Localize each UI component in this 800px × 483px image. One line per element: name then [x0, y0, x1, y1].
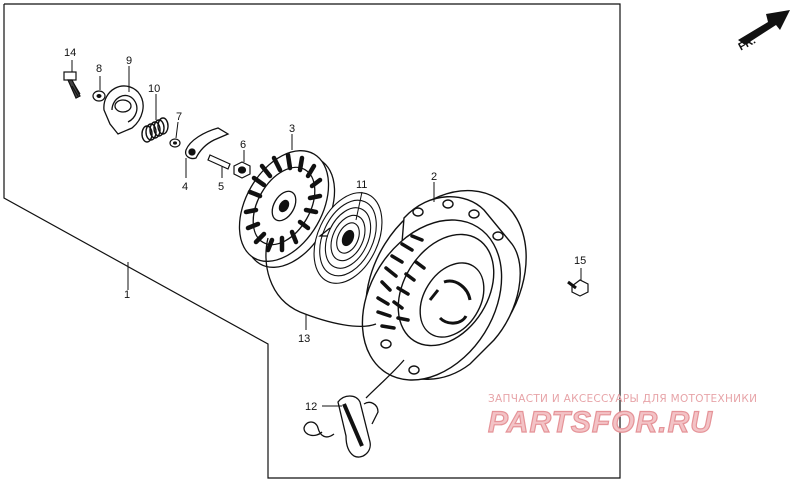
flange-bolt-part	[63, 71, 81, 99]
callout-9: 9	[126, 55, 132, 67]
callout-7: 7	[176, 111, 182, 123]
callout-10: 10	[148, 83, 160, 95]
leader-lines	[71, 60, 582, 407]
washer-part	[92, 90, 106, 102]
watermark-brand: PARTSFOR.RU	[488, 406, 713, 439]
callout-15: 15	[574, 255, 586, 267]
callout-2: 2	[431, 171, 437, 183]
assembly-outline	[3, 3, 621, 479]
nut-part	[233, 161, 251, 179]
callout-3: 3	[289, 123, 295, 135]
ratchet-guide-part	[103, 85, 144, 135]
starter-grip-part	[303, 395, 379, 458]
small-washer-part	[169, 138, 181, 148]
callout-4: 4	[182, 181, 188, 193]
callout-12: 12	[305, 401, 317, 413]
callout-1: 1	[124, 289, 130, 301]
watermark-tagline: ЗАПЧАСТИ И АКСЕССУАРЫ ДЛЯ МОТОТЕХНИКИ	[488, 393, 757, 405]
recoil-pulley-part	[238, 150, 336, 268]
front-direction-arrow-icon	[738, 10, 790, 45]
friction-spring-part	[141, 117, 169, 143]
callout-13: 13	[298, 333, 310, 345]
starter-rope-part	[265, 237, 405, 399]
callout-5: 5	[218, 181, 224, 193]
pin-part	[207, 154, 231, 170]
recoil-spring-part	[313, 192, 383, 284]
callout-8: 8	[96, 63, 102, 75]
flange-bolt-small-part	[567, 279, 589, 297]
callout-14: 14	[64, 47, 76, 59]
starter-case-part	[361, 189, 527, 381]
callout-11: 11	[356, 179, 367, 191]
ratchet-pawl-part	[184, 127, 230, 160]
callout-6: 6	[240, 139, 246, 151]
